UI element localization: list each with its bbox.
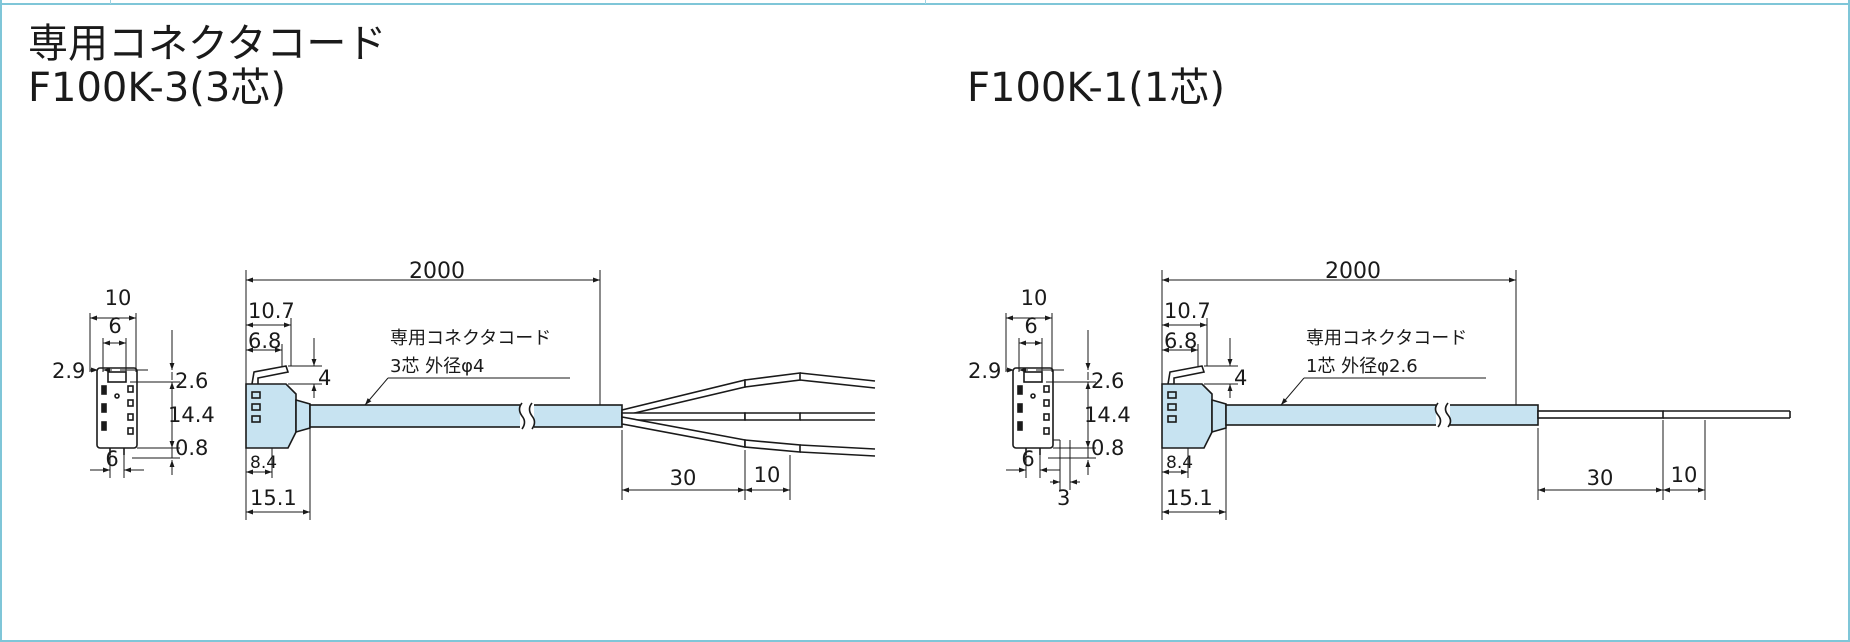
dim-length-6-8: 6.8 bbox=[1164, 329, 1197, 353]
section-heading: 専用コネクタコード bbox=[28, 21, 387, 67]
dim-height-4: 4 bbox=[318, 366, 331, 390]
dim-0-8: 0.8 bbox=[175, 436, 208, 460]
dim-2-6: 2.6 bbox=[175, 369, 208, 393]
dim-width-6-top: 6 bbox=[108, 314, 121, 338]
dim-height-14-4: 14.4 bbox=[1084, 403, 1131, 427]
callout-cable-spec-1: 1芯 外径φ2.6 bbox=[1306, 356, 1418, 377]
cable-1-core bbox=[1225, 402, 1791, 428]
dim-cable-2000: 2000 bbox=[1325, 259, 1381, 284]
callout-cable-name-1: 専用コネクタコード bbox=[1306, 328, 1467, 349]
model-title-1-core: F100K-1(1芯) bbox=[967, 65, 1225, 111]
top-divider-right bbox=[925, 0, 926, 4]
dim-3: 3 bbox=[1057, 486, 1070, 510]
dim-width-10: 10 bbox=[105, 286, 132, 310]
dim-length-10-7: 10.7 bbox=[1164, 299, 1211, 323]
model-title-3-core: F100K-3(3芯) bbox=[28, 65, 286, 111]
dim-width-6-top: 6 bbox=[1024, 314, 1037, 338]
connector-front-view-1 bbox=[1012, 367, 1054, 455]
dim-length-6-8: 6.8 bbox=[248, 329, 281, 353]
connector-front-view-3 bbox=[96, 367, 138, 455]
dim-strip-10: 10 bbox=[754, 463, 781, 487]
connector-side-view-3 bbox=[245, 365, 311, 449]
dim-cable-2000: 2000 bbox=[409, 259, 465, 284]
dim-length-15-1: 15.1 bbox=[250, 486, 297, 510]
callout-cable-name-3: 専用コネクタコード bbox=[390, 328, 551, 349]
dim-strip-30: 30 bbox=[1587, 466, 1614, 490]
dim-length-10-7: 10.7 bbox=[248, 299, 295, 323]
panel-top-border bbox=[0, 3, 1850, 5]
dim-width-6-bottom: 6 bbox=[1021, 447, 1034, 471]
dim-height-4: 4 bbox=[1234, 366, 1247, 390]
drawing-3-core: 10 6 2.9 2.6 14.4 0.8 6 bbox=[52, 259, 876, 520]
dim-width-6-bottom: 6 bbox=[105, 447, 118, 471]
dim-length-8-4: 8.4 bbox=[1166, 453, 1193, 473]
dim-height-14-4: 14.4 bbox=[168, 403, 215, 427]
dim-strip-10: 10 bbox=[1671, 463, 1698, 487]
dim-offset-2-9: 2.9 bbox=[52, 359, 85, 383]
dim-length-8-4: 8.4 bbox=[250, 453, 277, 473]
dim-0-8: 0.8 bbox=[1091, 436, 1124, 460]
dim-2-6: 2.6 bbox=[1091, 369, 1124, 393]
dim-width-10: 10 bbox=[1021, 286, 1048, 310]
cable-3-core bbox=[309, 372, 876, 457]
top-divider-left bbox=[110, 0, 111, 4]
dim-strip-30: 30 bbox=[670, 466, 697, 490]
callout-cable-spec-3: 3芯 外径φ4 bbox=[390, 356, 485, 377]
dim-length-15-1: 15.1 bbox=[1166, 486, 1213, 510]
connector-side-view-1 bbox=[1161, 365, 1227, 449]
dim-offset-2-9: 2.9 bbox=[968, 359, 1001, 383]
drawing-1-core: 10 6 2.9 2.6 14.4 0.8 6 3 bbox=[968, 259, 1791, 520]
